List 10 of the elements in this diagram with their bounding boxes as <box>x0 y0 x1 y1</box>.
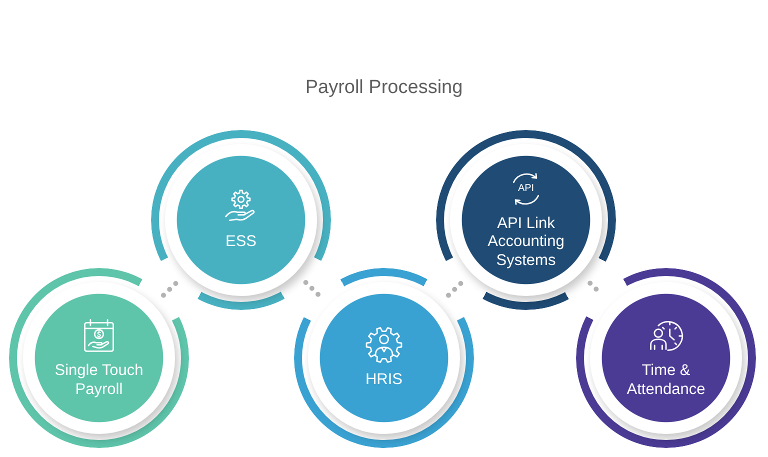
icon-text: API <box>518 183 534 194</box>
node-label: ESS <box>225 233 256 252</box>
node-label: Time & Attendance <box>626 362 706 400</box>
dotted-connector <box>303 280 322 298</box>
dotted-connector <box>161 280 179 298</box>
diagram-title: Payroll Processing <box>305 77 463 99</box>
node-label: API Link Accounting Systems <box>486 214 566 270</box>
node-label: HRIS <box>365 371 403 390</box>
dotted-connector <box>446 280 464 298</box>
node-label: Single Touch Payroll <box>54 362 144 400</box>
